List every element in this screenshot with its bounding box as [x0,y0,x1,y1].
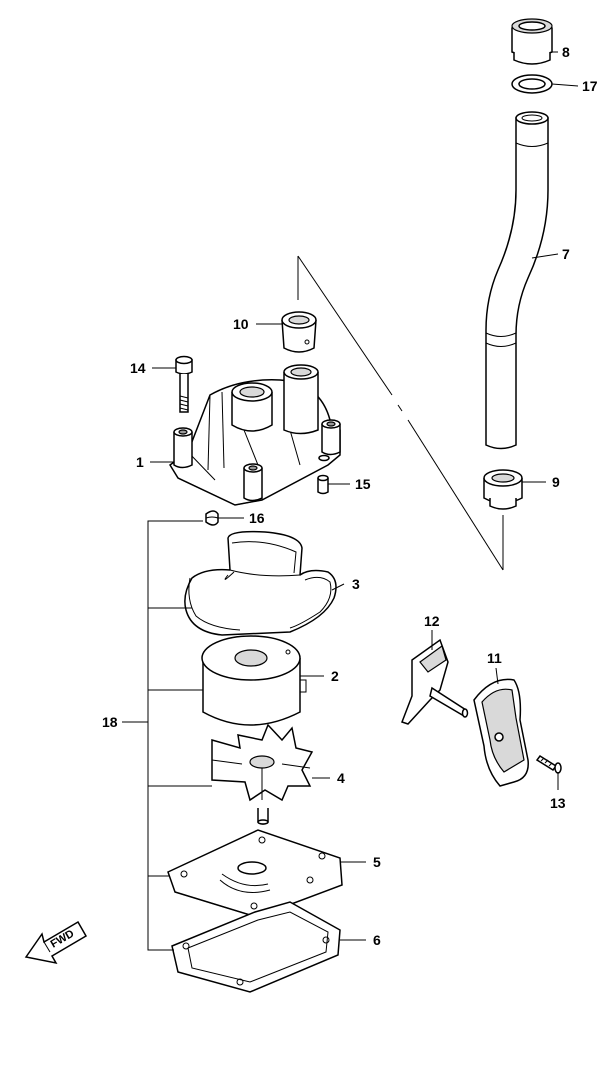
callout-15: 15 [355,476,371,492]
part-2-housing[interactable] [201,635,307,726]
part-7-water-tube[interactable] [485,111,549,450]
fwd-arrow-icon: FWD [24,920,88,965]
part-12-bracket[interactable] [401,638,469,725]
part-9-grommet[interactable] [483,469,523,510]
part-14-bolt[interactable] [175,355,193,413]
callout-9: 9 [552,474,560,490]
part-10-sleeve[interactable] [281,311,317,353]
callout-6: 6 [373,932,381,948]
callout-12: 12 [424,613,440,629]
callout-18: 18 [102,714,118,730]
callout-7: 7 [562,246,570,262]
callout-10: 10 [233,316,249,332]
part-11-screen[interactable] [473,678,529,787]
assembly-line [297,255,504,571]
part-4-impeller[interactable] [211,723,314,825]
part-8-bushing[interactable] [511,18,553,65]
callout-labels: 1 2 3 4 5 6 7 8 9 10 11 12 13 14 15 16 1… [102,44,598,948]
part-3-liner[interactable] [184,530,337,636]
kit-18-bracket [122,520,212,951]
callout-11: 11 [487,650,502,666]
part-1-pump-case[interactable] [168,364,341,506]
callout-14: 14 [130,360,146,376]
part-17-o-ring[interactable] [511,74,553,94]
part-15-pin[interactable] [317,474,329,495]
callout-5: 5 [373,854,381,870]
callout-17: 17 [582,78,598,94]
part-5-plate[interactable] [167,829,343,916]
part-13-screw[interactable] [535,754,562,774]
leader-lines [150,51,579,941]
callout-4: 4 [337,770,345,786]
callout-3: 3 [352,576,360,592]
callout-16: 16 [249,510,265,526]
part-16-key[interactable] [205,510,219,526]
part-6-gasket[interactable] [171,901,341,993]
callout-2: 2 [331,668,339,684]
callout-1: 1 [136,454,144,470]
callout-8: 8 [562,44,570,60]
callout-13: 13 [550,795,566,811]
